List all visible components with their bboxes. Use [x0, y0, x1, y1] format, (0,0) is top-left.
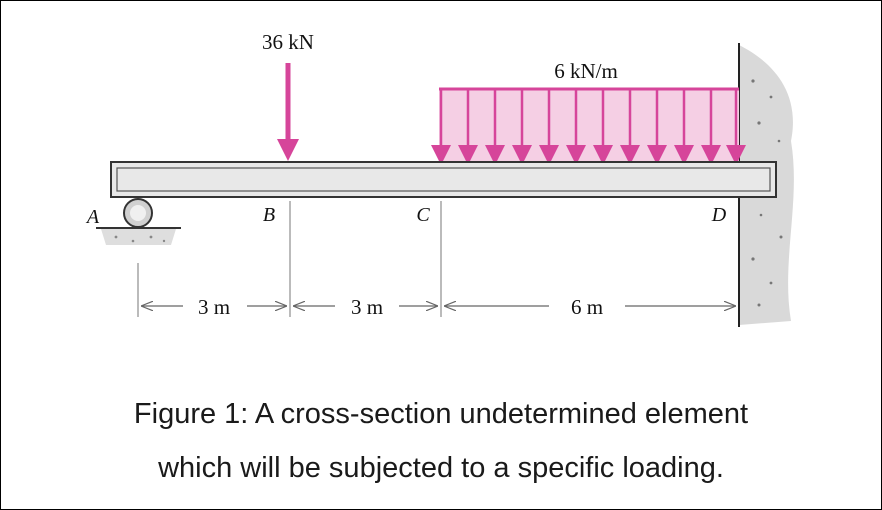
dimension-cd-label: 6 m — [571, 295, 603, 319]
point-c-label: C — [416, 204, 430, 226]
roller-support-a — [96, 198, 181, 245]
point-a-label: A — [85, 206, 100, 228]
dimension-extension-lines — [137, 201, 442, 317]
distributed-load-label: 6 kN/m — [554, 59, 618, 83]
caption-line-2: which will be subjected to a specific lo… — [158, 452, 724, 484]
beam-diagram: 6 kN/m 36 kN A B C D — [85, 30, 794, 327]
dimension-bc-label: 3 m — [351, 295, 383, 319]
figure-caption: Figure 1: A cross-section undetermined e… — [1, 387, 881, 495]
caption-line-1: Figure 1: A cross-section undetermined e… — [133, 398, 749, 430]
point-load-arrow — [277, 63, 299, 161]
dimension-ab-label: 3 m — [198, 295, 230, 319]
point-load-label: 36 kN — [262, 30, 314, 54]
beam — [110, 161, 777, 198]
point-b-label: B — [263, 204, 275, 226]
point-d-label: D — [711, 204, 727, 226]
distributed-load — [431, 87, 746, 165]
